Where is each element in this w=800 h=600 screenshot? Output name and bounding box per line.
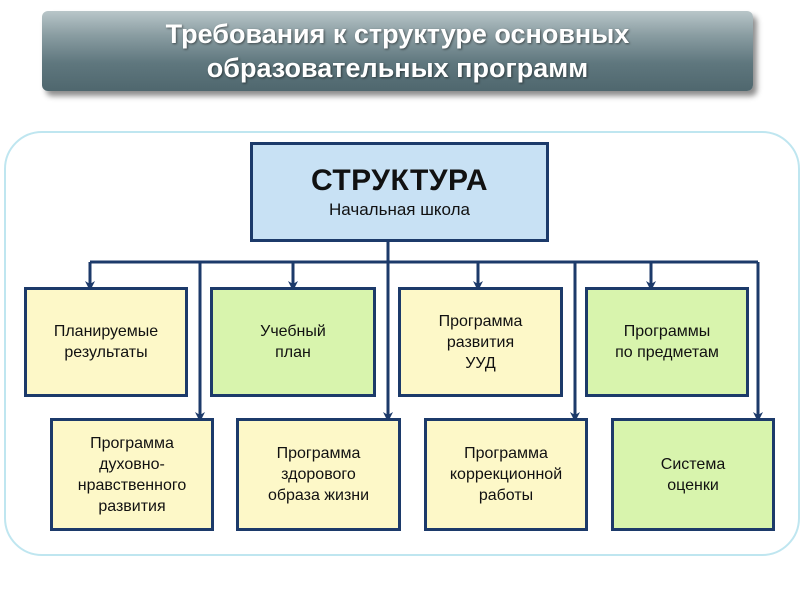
node-uud-program: Программа развития УУД [398, 287, 563, 397]
structure-title: СТРУКТУРА [310, 164, 489, 197]
node-curriculum: Учебный план [210, 287, 376, 397]
node-subject-programs-label: Программы по предметам [615, 323, 719, 361]
node-assessment-system-label: Система оценки [660, 455, 726, 494]
node-planned-results: Планируемые результаты [24, 287, 188, 397]
structure-subtitle: Начальная школа [329, 200, 470, 219]
node-correction-program: Программа коррекционной работы [424, 418, 588, 531]
banner-title: Требования к структуре основных образова… [165, 19, 630, 83]
node-uud-program-label: Программа развития УУД [438, 312, 523, 372]
node-healthy-lifestyle: Программа здорового образа жизни [236, 418, 401, 531]
structure-box: СТРУКТУРА Начальная школа [250, 142, 549, 242]
node-healthy-lifestyle-label: Программа здорового образа жизни [267, 445, 370, 504]
node-assessment-system: Система оценки [611, 418, 775, 531]
node-subject-programs: Программы по предметам [585, 287, 749, 397]
node-moral-development-label: Программа духовно- нравственного развити… [77, 434, 187, 515]
node-moral-development: Программа духовно- нравственного развити… [50, 418, 214, 531]
node-planned-results-label: Планируемые результаты [53, 323, 159, 361]
node-curriculum-label: Учебный план [260, 323, 326, 361]
title-banner: Требования к структуре основных образова… [42, 11, 753, 91]
node-correction-program-label: Программа коррекционной работы [449, 445, 563, 504]
